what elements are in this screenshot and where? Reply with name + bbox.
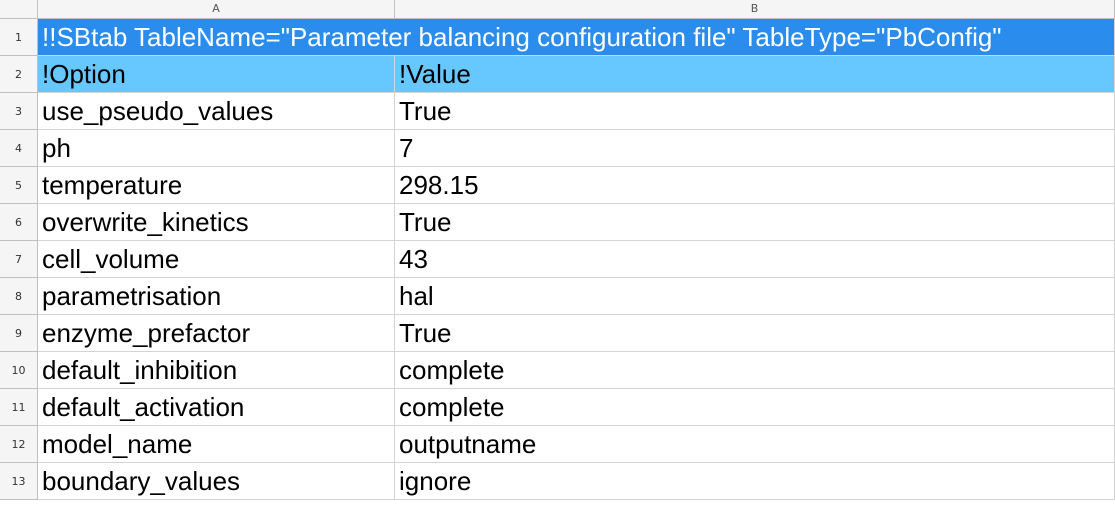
- table-row: 13 boundary_values ignore: [0, 463, 1115, 500]
- row-header[interactable]: 6: [0, 204, 38, 241]
- cell-value[interactable]: ignore: [395, 463, 1115, 500]
- table-row: 8 parametrisation hal: [0, 278, 1115, 315]
- select-all-corner[interactable]: [0, 0, 38, 18]
- row-header[interactable]: 9: [0, 315, 38, 352]
- table-row: 7 cell_volume 43: [0, 241, 1115, 278]
- cell-value[interactable]: complete: [395, 352, 1115, 389]
- row-header[interactable]: 13: [0, 463, 38, 500]
- cell-option[interactable]: model_name: [38, 426, 395, 463]
- table-row: 6 overwrite_kinetics True: [0, 204, 1115, 241]
- cell-option[interactable]: ph: [38, 130, 395, 167]
- table-row: 9 enzyme_prefactor True: [0, 315, 1115, 352]
- cell-value[interactable]: complete: [395, 389, 1115, 426]
- row-header[interactable]: 12: [0, 426, 38, 463]
- cell-value[interactable]: True: [395, 204, 1115, 241]
- cell-option[interactable]: parametrisation: [38, 278, 395, 315]
- cell-option[interactable]: overwrite_kinetics: [38, 204, 395, 241]
- row-header[interactable]: 8: [0, 278, 38, 315]
- cell-value[interactable]: True: [395, 93, 1115, 130]
- cell-option[interactable]: temperature: [38, 167, 395, 204]
- table-row: 2 !Option !Value: [0, 56, 1115, 93]
- cell-value[interactable]: True: [395, 315, 1115, 352]
- row-header[interactable]: 4: [0, 130, 38, 167]
- table-row: 1 !!SBtab TableName="Parameter balancing…: [0, 19, 1115, 56]
- row-header[interactable]: 5: [0, 167, 38, 204]
- cell-option[interactable]: boundary_values: [38, 463, 395, 500]
- cell-option[interactable]: use_pseudo_values: [38, 93, 395, 130]
- cell-option[interactable]: default_inhibition: [38, 352, 395, 389]
- row-header[interactable]: 1: [0, 19, 38, 56]
- row-header[interactable]: 7: [0, 241, 38, 278]
- cell-option-header[interactable]: !Option: [38, 56, 395, 93]
- column-header-b[interactable]: B: [395, 0, 1115, 18]
- cell-value-header[interactable]: !Value: [395, 56, 1115, 93]
- column-header-a[interactable]: A: [38, 0, 395, 18]
- row-header[interactable]: 11: [0, 389, 38, 426]
- table-row: 10 default_inhibition complete: [0, 352, 1115, 389]
- row-header[interactable]: 10: [0, 352, 38, 389]
- table-row: 5 temperature 298.15: [0, 167, 1115, 204]
- table-row: 11 default_activation complete: [0, 389, 1115, 426]
- cell-option[interactable]: cell_volume: [38, 241, 395, 278]
- cell-value[interactable]: 43: [395, 241, 1115, 278]
- cell-value[interactable]: 7: [395, 130, 1115, 167]
- cell-value[interactable]: 298.15: [395, 167, 1115, 204]
- row-header[interactable]: 2: [0, 56, 38, 93]
- cell-option[interactable]: enzyme_prefactor: [38, 315, 395, 352]
- cell-value[interactable]: outputname: [395, 426, 1115, 463]
- cell-option[interactable]: default_activation: [38, 389, 395, 426]
- cell-a1-title[interactable]: !!SBtab TableName="Parameter balancing c…: [38, 19, 1115, 56]
- table-row: 3 use_pseudo_values True: [0, 93, 1115, 130]
- row-header[interactable]: 3: [0, 93, 38, 130]
- table-row: 4 ph 7: [0, 130, 1115, 167]
- table-row: 12 model_name outputname: [0, 426, 1115, 463]
- cell-value[interactable]: hal: [395, 278, 1115, 315]
- column-header-row: A B: [0, 0, 1115, 19]
